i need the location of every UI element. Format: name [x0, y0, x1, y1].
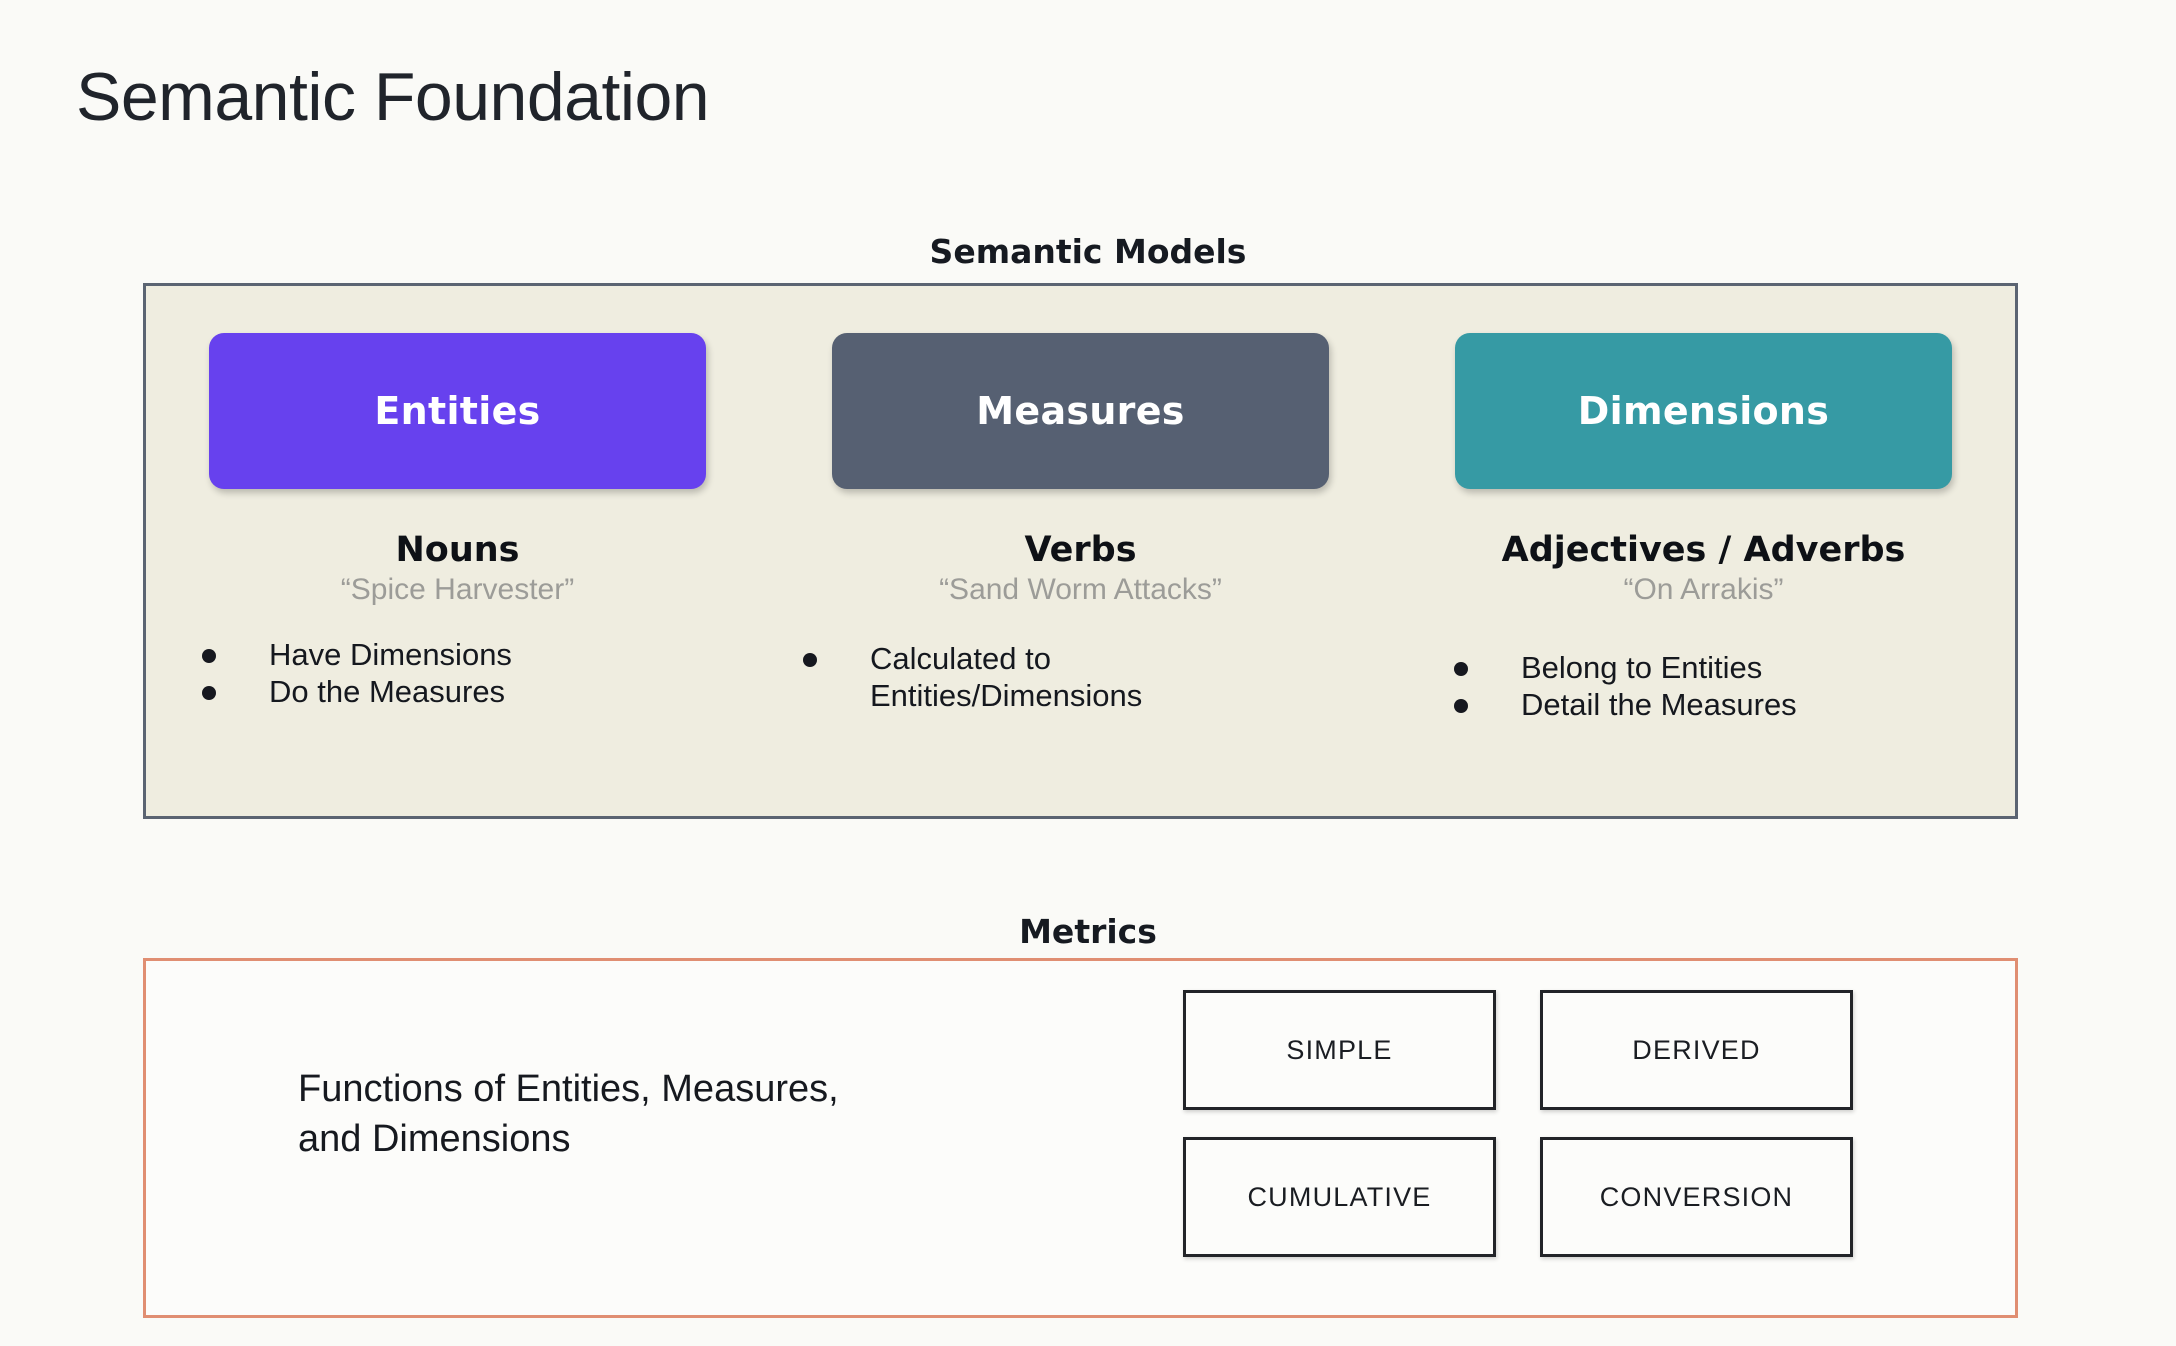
semantic-models-caption: Semantic Models — [929, 232, 1247, 271]
entities-card[interactable]: Entities — [209, 333, 706, 489]
semantic-models-grid: Entities Nouns “Spice Harvester” Have Di… — [146, 286, 2015, 816]
model-column-dimensions: Dimensions Adjectives / Adverbs “On Arra… — [1392, 286, 2015, 816]
entities-bullet-list: Have Dimensions Do the Measures — [146, 636, 769, 710]
metric-type-simple[interactable]: SIMPLE — [1183, 990, 1496, 1110]
list-item: Belong to Entities — [1454, 649, 1762, 686]
metrics-panel: Functions of Entities, Measures, and Dim… — [143, 958, 2018, 1318]
dimensions-card-label: Dimensions — [1577, 389, 1830, 433]
bullet-dot-icon — [1454, 699, 1468, 714]
measures-bullet-list: Calculated to Entities/Dimensions — [769, 640, 1392, 714]
dimensions-bullet-list: Belong to Entities Detail the Measures — [1392, 649, 2015, 723]
semantic-models-panel: Entities Nouns “Spice Harvester” Have Di… — [143, 283, 2018, 819]
dimensions-example: “On Arrakis” — [1623, 573, 1784, 607]
dimensions-part-of-speech: Adjectives / Adverbs — [1501, 530, 1906, 570]
list-item-label: Calculated to Entities/Dimensions — [870, 641, 1143, 714]
bullet-dot-icon — [202, 649, 216, 664]
metric-type-cumulative-label: CUMULATIVE — [1247, 1181, 1432, 1212]
list-item: Calculated to Entities/Dimensions — [803, 640, 1142, 714]
metric-type-cumulative[interactable]: CUMULATIVE — [1183, 1137, 1496, 1257]
list-item: Do the Measures — [202, 673, 505, 710]
entities-card-label: Entities — [374, 389, 541, 433]
list-item-label: Detail the Measures — [1521, 687, 1797, 723]
bullet-dot-icon — [803, 653, 817, 668]
measures-card-label: Measures — [976, 389, 1185, 433]
metric-type-conversion-label: CONVERSION — [1599, 1181, 1794, 1212]
dimensions-card[interactable]: Dimensions — [1455, 333, 1952, 489]
metric-type-derived-label: DERIVED — [1632, 1034, 1761, 1065]
metric-type-conversion[interactable]: CONVERSION — [1540, 1137, 1853, 1257]
measures-card[interactable]: Measures — [832, 333, 1329, 489]
list-item-label: Do the Measures — [269, 674, 506, 710]
metric-type-grid: SIMPLE DERIVED CUMULATIVE CONVERSION — [1183, 990, 1853, 1257]
model-column-entities: Entities Nouns “Spice Harvester” Have Di… — [146, 286, 769, 816]
measures-example: “Sand Worm Attacks” — [939, 573, 1222, 607]
measures-part-of-speech: Verbs — [1024, 530, 1137, 570]
model-column-measures: Measures Verbs “Sand Worm Attacks” Calcu… — [769, 286, 1392, 816]
list-item: Have Dimensions — [202, 636, 512, 673]
bullet-dot-icon — [202, 686, 216, 701]
metrics-description: Functions of Entities, Measures, and Dim… — [298, 1068, 839, 1161]
list-item: Detail the Measures — [1454, 686, 1797, 723]
entities-example: “Spice Harvester” — [340, 573, 575, 607]
metric-type-simple-label: SIMPLE — [1286, 1034, 1393, 1065]
metric-type-derived[interactable]: DERIVED — [1540, 990, 1853, 1110]
list-item-label: Belong to Entities — [1521, 650, 1763, 686]
list-item-label: Have Dimensions — [269, 637, 512, 673]
entities-part-of-speech: Nouns — [395, 530, 520, 570]
bullet-dot-icon — [1454, 662, 1468, 677]
page-title: Semantic Foundation — [76, 59, 710, 135]
metrics-caption: Metrics — [1019, 912, 1157, 951]
